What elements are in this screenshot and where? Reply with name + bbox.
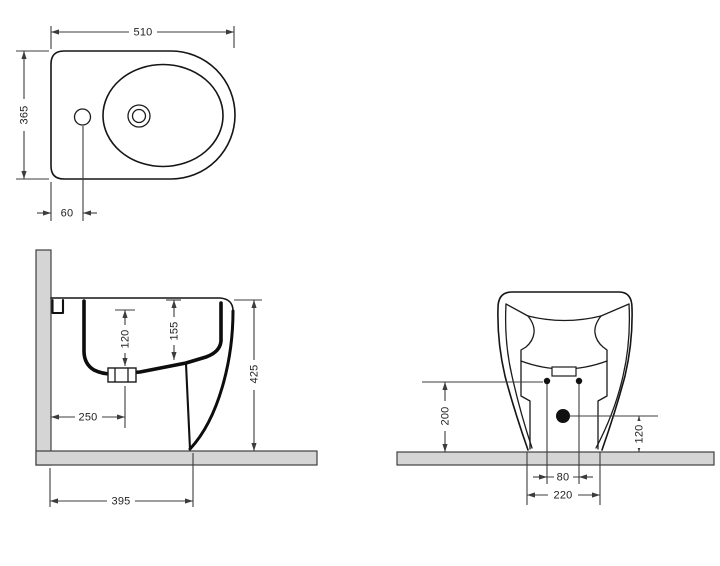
rear-overflow-slot	[551, 366, 577, 377]
dim-label-60: 60	[61, 208, 74, 220]
dim-395: 395	[49, 453, 194, 508]
rear-shoulder-line-left	[505, 303, 529, 317]
dim-label-250: 250	[79, 412, 98, 424]
fixing-hole-left	[543, 377, 551, 385]
dim-label-365: 365	[19, 106, 31, 125]
dim-60: 60	[37, 126, 97, 221]
floor-section-right	[396, 451, 715, 466]
plan-body-outline	[50, 50, 236, 180]
top-view: 510 365 60	[16, 26, 236, 221]
dim-120-rear: 120	[570, 415, 658, 452]
side-drain-trap	[107, 367, 137, 383]
dim-label-220: 220	[554, 490, 573, 502]
plan-drain-outer	[127, 104, 151, 128]
dim-label-510: 510	[134, 27, 153, 39]
dim-80: 80	[533, 471, 593, 484]
side-inlet-notch	[51, 298, 65, 315]
rear-shoulder-line-right	[600, 303, 630, 317]
dim-200: 200	[422, 381, 543, 452]
side-pedestal-front-line	[184, 362, 192, 451]
fixing-hole-right	[575, 377, 583, 385]
dim-120-side: 120	[115, 309, 135, 366]
dim-365: 365	[16, 50, 49, 180]
dim-label-395: 395	[112, 496, 131, 508]
drain-outlet-dot	[556, 409, 570, 423]
dim-250: 250	[51, 386, 126, 428]
dim-510: 510	[50, 26, 235, 49]
dim-label-120-side: 120	[120, 330, 132, 349]
dim-label-200: 200	[440, 407, 452, 426]
plan-basin-oval	[102, 63, 224, 168]
dim-label-120-rear: 120	[634, 425, 646, 444]
side-back-curve	[188, 309, 235, 451]
wall-section	[35, 249, 52, 466]
plan-tap-hole	[73, 108, 92, 126]
dim-label-425: 425	[249, 365, 261, 384]
floor-section-left	[35, 450, 318, 466]
dim-425: 425	[234, 299, 262, 451]
rear-recess-top-edge	[527, 315, 602, 322]
rear-base-block-left	[520, 360, 531, 450]
side-basin-profile	[82, 299, 223, 376]
rear-inner-shell-right	[595, 303, 631, 449]
dim-label-80: 80	[557, 472, 570, 484]
dim-220: 220	[526, 452, 601, 505]
side-view: 120 155 425 250 395	[35, 249, 318, 508]
dim-label-155: 155	[169, 322, 181, 341]
rear-recess-side-right	[594, 315, 608, 362]
rear-outer-shell	[497, 291, 633, 451]
rear-base-block-right	[597, 360, 608, 450]
plan-drain-inner	[131, 108, 147, 124]
side-rim-line	[50, 297, 234, 312]
dim-155: 155	[166, 299, 181, 360]
rear-view: 200 120 80 220	[396, 291, 715, 505]
rear-recess-side-left	[520, 315, 535, 362]
rear-inner-shell-left	[504, 303, 533, 449]
